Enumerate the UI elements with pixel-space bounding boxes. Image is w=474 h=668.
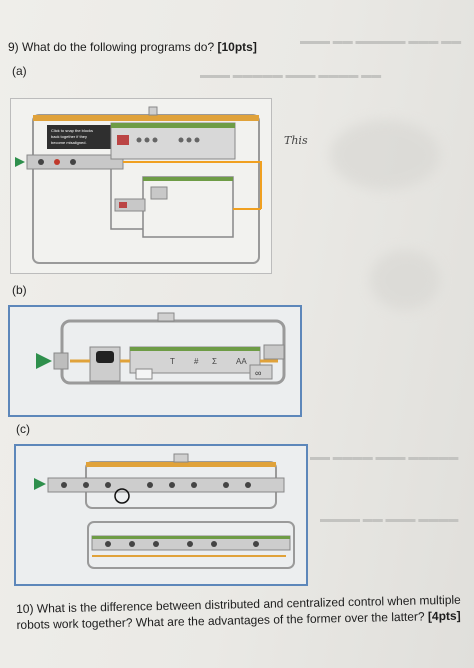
handwritten-note: This [284,134,308,147]
circled-mark [114,488,130,504]
block-icons [105,541,259,547]
port-icons [136,137,200,143]
motor-block [117,135,129,145]
text-input [135,368,153,380]
sensor-block [89,346,121,382]
loop-connector [157,312,175,322]
sensor-icon [70,159,76,165]
comment-text-line3: become misaligned. [51,140,87,145]
inner-block [150,186,168,200]
question-10-text: What is the difference between distribut… [16,592,461,632]
program-a-diagram: Click to snap the blocks back together i… [15,106,262,264]
program-b-diagram: T # Σ AA ∞ [36,312,286,385]
question-9-points: [10pts] [217,40,257,54]
program-b-figure: T # Σ AA ∞ [8,305,302,417]
loop-connector [173,453,189,463]
comment-text-line2: back together if they [51,134,87,139]
block-icon-sigma: Σ [212,357,217,366]
loop-top-bar [86,462,276,467]
question-10: 10) What is the difference between distr… [16,593,465,634]
second-loop-frame [87,521,295,569]
sensor-icon [54,159,60,165]
loop-end-block [249,364,273,380]
sensor-icon [38,159,44,165]
bleed-through-text: ▬▬▬ ▬▬ ▬▬▬▬▬ ▬▬▬ ▬▬ [300,36,462,47]
sequence-wire [110,169,143,230]
question-9-text: What do the following programs do? [22,40,215,54]
program-c-figure [14,444,308,586]
switch-header [111,123,235,128]
part-a-label: (a) [12,64,27,78]
block-connector [53,352,69,370]
comment-text: Click to snap the blocks [51,128,93,133]
block-header [130,347,260,351]
sensor-icon [96,351,114,363]
sound-block [263,344,285,360]
block-icon-hash: # [194,357,199,366]
part-b-label: (b) [12,283,27,297]
data-wire [123,161,262,210]
paper-shadow [330,120,440,190]
loop-connector [148,106,158,116]
bleed-through-text: ▬▬▬ ▬▬▬▬▬ ▬▬▬ ▬▬▬▬ ▬▬ [200,70,382,81]
bleed-through-text: ▬▬▬▬ ▬▬ ▬▬▬ ▬▬▬▬ [320,514,459,525]
question-10-points: [4pts] [427,608,461,624]
program-c-diagram [34,453,295,569]
motor-block [119,202,127,208]
block-icon-t: T [170,357,175,366]
block-header [92,536,290,539]
loop-top-bar [33,115,259,121]
infinity-icon: ∞ [255,368,261,378]
block-icons [61,482,251,488]
question-10-number: 10) [16,601,34,616]
start-block-icon [36,353,52,369]
inner-switch-frame [142,176,234,238]
paper-shadow [370,250,440,310]
program-a-figure: Click to snap the blocks back together i… [10,98,272,274]
block-row [47,477,285,493]
bleed-through-text: ▬▬ ▬▬▬▬ ▬▬▬ ▬▬▬▬▬ [310,452,459,463]
start-block-icon [34,478,46,490]
block-icons: T # Σ AA [170,357,247,366]
switch-block [110,122,236,160]
inner-switch-header [143,177,233,181]
question-9-number: 9) [8,40,19,54]
start-block-icon [15,157,25,167]
part-c-label: (c) [16,422,30,436]
block-icon-aa: AA [236,357,247,366]
comment-block [47,125,113,149]
question-9: 9) What do the following programs do? [1… [8,40,257,54]
